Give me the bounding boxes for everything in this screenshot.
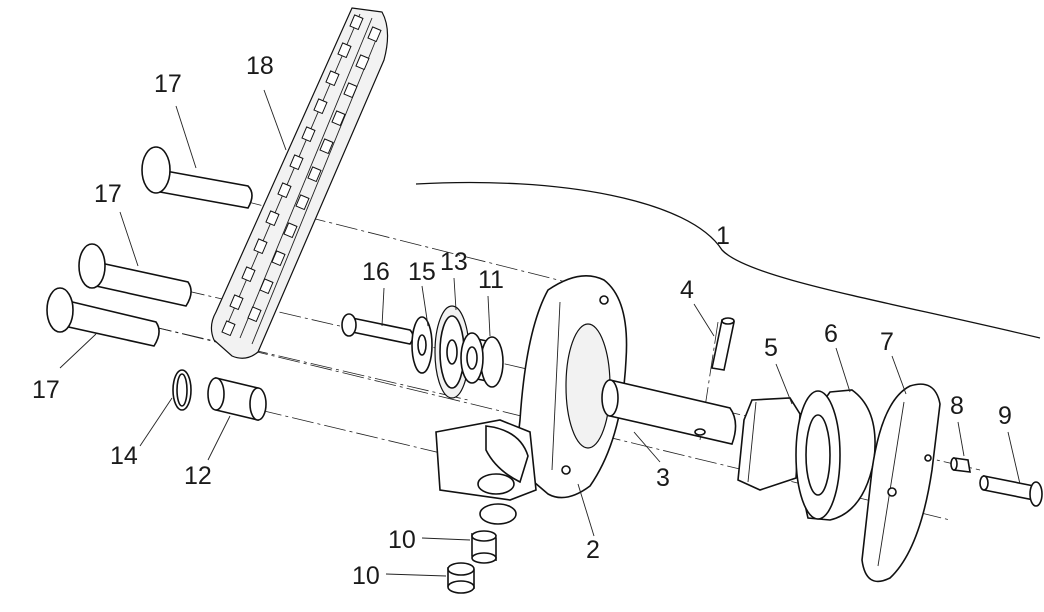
part-8-small-dowel: [950, 457, 971, 473]
callout-7: 7: [880, 328, 894, 356]
part-6-outer-rotor: [795, 389, 876, 521]
part-2-housing: [435, 274, 628, 525]
chain-links: [221, 14, 382, 337]
part-18-chain: [210, 7, 389, 359]
callout-17-top: 17: [154, 70, 182, 98]
callout-10-lower: 10: [352, 562, 380, 590]
callout-labels: 17 18 17 17 1 16 15 13 11 4 5 6 7 8 9 14…: [32, 52, 1012, 590]
callout-8: 8: [950, 392, 964, 420]
part-15-washer: [411, 316, 433, 374]
callout-18: 18: [246, 52, 274, 80]
part-7-cover-plate: [861, 383, 941, 583]
part-11-bearing: [460, 332, 504, 388]
callout-2: 2: [586, 536, 600, 564]
callout-13: 13: [440, 248, 468, 276]
callout-15: 15: [408, 258, 436, 286]
part-10-plug-lower: [447, 562, 475, 594]
part-4-dowel: [711, 317, 735, 371]
part-13-sprocket: [434, 305, 470, 399]
callout-9: 9: [998, 402, 1012, 430]
callout-10-upper: 10: [388, 526, 416, 554]
part-17-bolt-top: [141, 146, 253, 209]
part-9-screw: [979, 475, 1043, 507]
callout-12: 12: [184, 462, 212, 490]
part-10-plug-upper: [471, 530, 497, 564]
callout-16: 16: [362, 258, 390, 286]
leader-lines: [59, 89, 1021, 577]
callout-4: 4: [680, 276, 694, 304]
callout-11: 11: [478, 266, 504, 294]
part-5-inner-rotor: [737, 397, 801, 491]
callout-14: 14: [110, 442, 138, 470]
part-16-pin: [341, 313, 414, 345]
assembly-bracket: [415, 181, 1041, 339]
callout-3: 3: [656, 464, 670, 492]
callout-6: 6: [824, 320, 838, 348]
callout-17-bottom: 17: [32, 376, 60, 404]
part-14-o-ring: [172, 369, 192, 411]
callout-17-middle: 17: [94, 180, 122, 208]
callout-5: 5: [764, 334, 778, 362]
callout-1: 1: [716, 222, 730, 250]
part-12-sleeve: [207, 376, 267, 422]
part-17-bolt-bottom: [46, 287, 160, 347]
part-17-bolt-middle: [78, 243, 192, 307]
part-3-shaft: [601, 378, 737, 445]
